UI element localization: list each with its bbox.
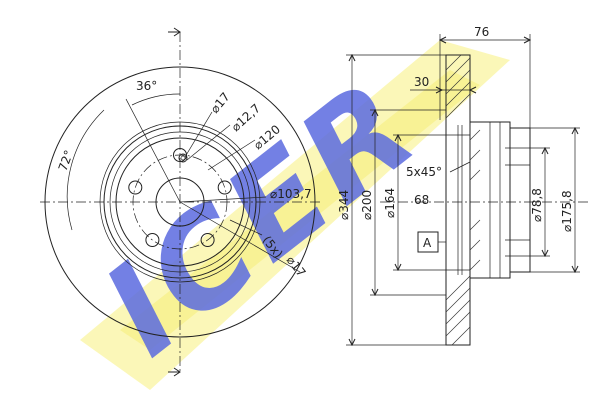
leader-dia-17 xyxy=(184,111,213,158)
hat-inner xyxy=(115,137,245,267)
angle-36-leader xyxy=(125,98,181,203)
dia-103-7-label: ⌀103,7 xyxy=(270,187,312,201)
centerline-arrow-top xyxy=(168,27,181,37)
angle-72-label: 72° xyxy=(56,148,76,173)
centerline-arrow-bottom xyxy=(168,367,181,377)
datum-label: A xyxy=(423,236,432,250)
hatching-top xyxy=(445,54,471,119)
disc-outer-edge xyxy=(44,66,316,338)
watermark-band-inner xyxy=(120,70,480,350)
hat-outer xyxy=(103,125,257,279)
dia-200-label: ⌀200 xyxy=(360,190,374,220)
angle-72-arc xyxy=(66,109,105,231)
dim-30-label: 30 xyxy=(414,75,429,89)
leader-dia-103-7 xyxy=(179,196,267,203)
chamfer-label: 5x45° xyxy=(406,165,442,179)
dia-175-8-label: ⌀175,8 xyxy=(560,190,574,232)
hatching-bottom xyxy=(445,275,471,346)
bolt-hole xyxy=(128,180,143,195)
hub-flange xyxy=(509,127,531,273)
dia-344-label: ⌀344 xyxy=(337,190,351,220)
threaded-hole-inner xyxy=(180,155,186,161)
side-view: 76 30 xyxy=(337,25,590,347)
angle-36-arc xyxy=(131,93,181,106)
vent-slots xyxy=(457,125,463,275)
front-view: 36° 72° ⌀17 ⌀12,7 ⌀120 ⌀103,7 (5x) ⌀17 xyxy=(40,27,320,377)
dia-164-label: ⌀164 xyxy=(383,188,397,218)
leader-holes xyxy=(229,219,263,236)
hat-hatching xyxy=(469,129,481,271)
dia-78-8-label: ⌀78,8 xyxy=(530,188,544,222)
dim-68-label: 68 xyxy=(414,193,429,207)
bolt-hole xyxy=(145,233,160,247)
bolt-hole xyxy=(200,233,215,247)
hat-step xyxy=(109,131,251,273)
center-bore xyxy=(155,177,205,227)
threaded-hole xyxy=(178,153,188,163)
angle-36-label: 36° xyxy=(136,79,157,93)
dia-17-label: ⌀17 xyxy=(208,90,233,116)
dim-76-label: 76 xyxy=(474,25,489,39)
friction-ring-inner xyxy=(99,121,261,283)
leader-dia-12-7 xyxy=(186,124,231,161)
chamfer-leader xyxy=(449,161,471,173)
diagonal-dimension xyxy=(179,201,301,273)
bolt-hole xyxy=(217,180,232,195)
leader-dia-120 xyxy=(207,139,256,171)
